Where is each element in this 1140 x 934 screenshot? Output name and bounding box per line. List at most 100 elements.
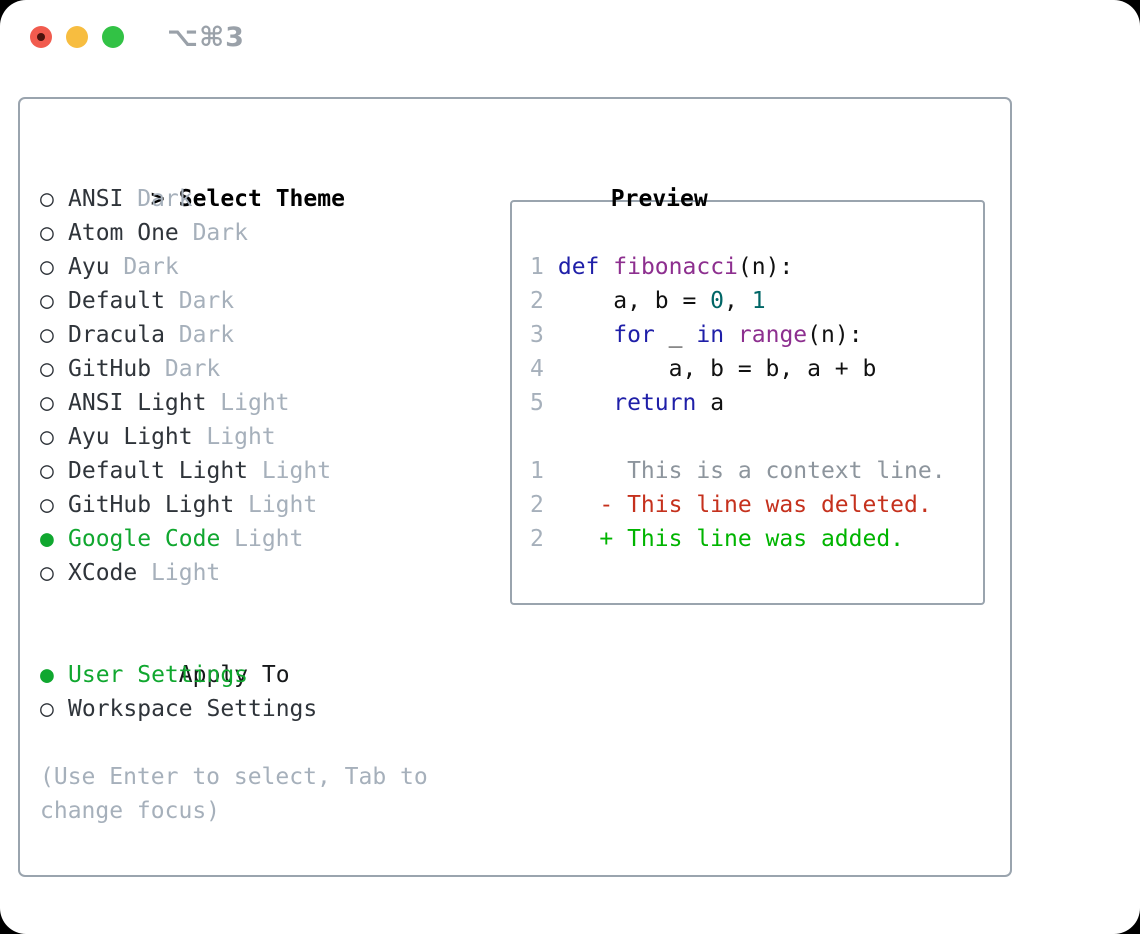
theme-name: ANSI	[68, 186, 124, 212]
line-number: 5	[530, 390, 544, 416]
theme-variant: Dark	[192, 220, 248, 246]
code-token: a, b =	[544, 288, 711, 314]
radio-icon: ○	[40, 696, 54, 722]
radio-icon: ○	[40, 254, 54, 280]
code-line: 4 a, b = b, a + b	[530, 352, 983, 386]
apply-item-user-settings[interactable]: ● User Settings	[40, 658, 428, 692]
theme-variant: Dark	[178, 288, 235, 314]
apply-to-title: Apply To	[178, 662, 290, 688]
radio-icon: ○	[40, 492, 54, 518]
code-token: + This line was added.	[544, 526, 905, 552]
code-token: a	[696, 390, 725, 416]
theme-name: Google Code	[68, 526, 221, 552]
radio-icon: ○	[40, 322, 54, 348]
code-token: (n):	[737, 254, 794, 280]
code-token: ,	[724, 288, 752, 314]
theme-name: Ayu	[68, 254, 110, 280]
select-theme-title: Select Theme	[178, 186, 345, 212]
code-token: in	[696, 322, 725, 348]
preview-column: Preview 1 def fibonacci(n):2 a, b = 0, 1…	[500, 148, 985, 605]
theme-variant: Dark	[137, 186, 193, 212]
theme-variant: Light	[151, 560, 221, 586]
theme-name: GitHub	[68, 356, 152, 382]
maximize-button[interactable]	[102, 26, 124, 48]
theme-name: GitHub Light	[68, 492, 235, 518]
code-token: range	[737, 322, 808, 348]
code-line: 5 return a	[530, 386, 983, 420]
theme-variant: Dark	[123, 254, 179, 280]
line-number: 3	[530, 322, 544, 348]
code-line: 2 - This line was deleted.	[530, 488, 983, 522]
theme-variant: Dark	[178, 322, 235, 348]
theme-name: Atom One	[68, 220, 179, 246]
line-number: 2	[530, 526, 544, 552]
theme-variant: Light	[220, 390, 290, 416]
theme-name: Ayu Light	[68, 424, 193, 450]
help-line: change focus)	[40, 798, 221, 824]
line-number: 2	[530, 288, 544, 314]
code-line: 1 This is a context line.	[530, 454, 983, 488]
theme-item-xcode[interactable]: ○ XCode Light	[40, 556, 428, 590]
radio-icon: ○	[40, 186, 54, 212]
theme-name: XCode	[68, 560, 138, 586]
select-theme-header: >Select Theme	[40, 148, 428, 212]
section-gap	[40, 590, 428, 624]
line-number: 2	[530, 492, 544, 518]
theme-variant: Light	[261, 458, 332, 484]
apply-label: Workspace Settings	[68, 696, 318, 722]
radio-icon: ○	[40, 220, 54, 246]
code-token: _	[654, 322, 697, 348]
minimize-button[interactable]	[66, 26, 88, 48]
code-token	[599, 254, 613, 280]
code-token	[724, 322, 738, 348]
code-token: for	[613, 322, 655, 348]
theme-variant: Light	[234, 526, 304, 552]
radio-icon: ○	[40, 560, 54, 586]
code-token: (n):	[807, 322, 863, 348]
close-button[interactable]	[30, 26, 52, 48]
code-line: 2 a, b = 0, 1	[530, 284, 983, 318]
code-line	[530, 420, 983, 454]
theme-item-ansi[interactable]: ○ ANSI Dark	[40, 182, 428, 216]
theme-item-default[interactable]: ○ Default Dark	[40, 284, 428, 318]
apply-to-header: Apply To	[40, 624, 428, 688]
line-number: 1	[530, 458, 544, 484]
code-line: 3 for _ in range(n):	[530, 318, 983, 352]
close-dot-icon	[37, 33, 45, 41]
line-number: 4	[530, 356, 544, 382]
theme-item-atom-one[interactable]: ○ Atom One Dark	[40, 216, 428, 250]
radio-icon: ○	[40, 424, 54, 450]
radio-icon: ○	[40, 390, 54, 416]
theme-variant: Dark	[164, 356, 221, 382]
apply-label: User Settings	[68, 662, 249, 688]
theme-item-dracula[interactable]: ○ Dracula Dark	[40, 318, 428, 352]
preview-title: Preview	[610, 186, 708, 212]
apply-to-list: ● User Settings ○ Workspace Settings	[40, 658, 428, 726]
code-token: a, b = b, a + b	[544, 356, 877, 382]
apply-item-workspace-settings[interactable]: ○ Workspace Settings	[40, 692, 428, 726]
line-number: 1	[530, 254, 544, 280]
code-token: def	[557, 254, 600, 280]
theme-name: Dracula	[68, 322, 165, 348]
code-line: 2 + This line was added.	[530, 522, 983, 556]
code-token	[544, 390, 613, 416]
theme-name: Default	[68, 288, 165, 314]
theme-item-github[interactable]: ○ GitHub Dark	[40, 352, 428, 386]
section-gap	[40, 726, 428, 760]
code-line: 1 def fibonacci(n):	[530, 250, 983, 284]
theme-item-ayu[interactable]: ○ Ayu Dark	[40, 250, 428, 284]
theme-item-github-light[interactable]: ○ GitHub Light Light	[40, 488, 428, 522]
radio-icon: ○	[40, 288, 54, 314]
code-token: return	[613, 390, 697, 416]
radio-icon: ○	[40, 356, 54, 382]
theme-variant: Light	[247, 492, 318, 518]
radio-selected-icon: ●	[40, 662, 54, 688]
